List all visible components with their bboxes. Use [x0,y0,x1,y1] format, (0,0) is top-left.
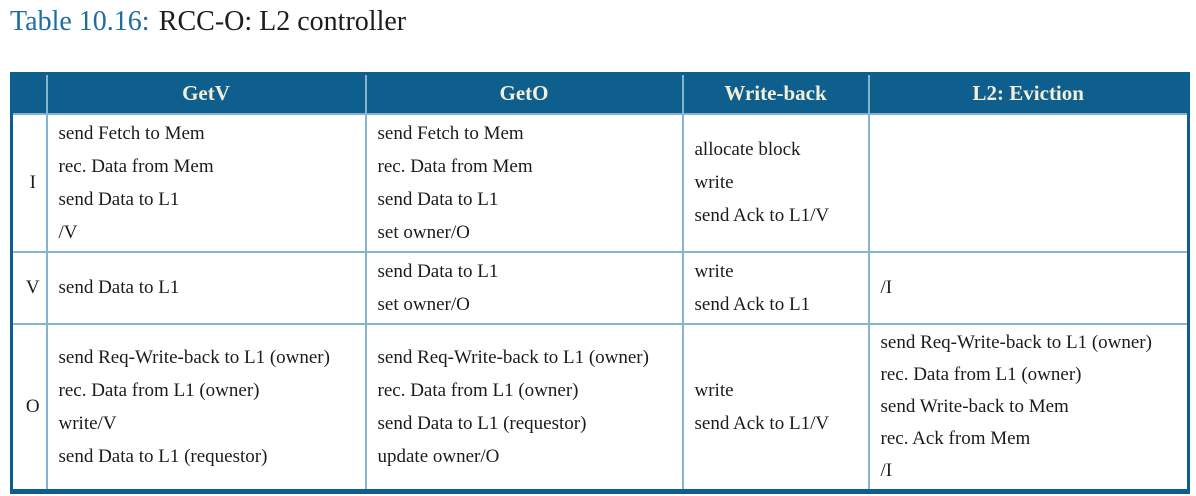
action-line: rec. Data from Mem [58,155,214,177]
cell-i-geto: send Fetch to Mem rec. Data from Mem sen… [364,112,684,253]
action-line: write [694,260,734,282]
cell-v-getv: send Data to L1 [45,250,367,325]
cell-i-eviction-empty [867,112,1190,253]
cell-o-write-back: write send Ack to L1/V [681,322,870,493]
header-l2-eviction: L2: Eviction [867,72,1190,115]
action-line: send Write-back to Mem [880,395,1069,417]
action-line: send Ack to L1 [694,293,811,315]
action-line: allocate block [694,139,801,160]
action-line: send Req-Write-back to L1 (owner) [880,331,1152,353]
l2-controller-table: GetV GetO Write-back L2: Eviction I send… [10,72,1190,494]
header-geto: GetO [364,72,684,115]
cell-o-eviction: send Req-Write-back to L1 (owner) rec. D… [867,322,1190,493]
header-getv: GetV [45,72,367,115]
table-caption-title: RCC-O: L2 controller [158,6,407,37]
table-caption: Table 10.16: RCC-O: L2 controller [10,4,406,40]
action-line: /I [880,459,893,481]
action-line: send Req-Write-back to L1 (owner) [377,346,649,368]
action-line: rec. Data from Mem [377,155,533,177]
action-line: set owner/O [377,293,470,315]
action-line: send Ack to L1/V [694,205,830,226]
table-row-state-v: V send Data to L1 send Data to L1 set ow… [10,250,1190,325]
action-line: write [694,172,734,193]
action-line: rec. Data from L1 (owner) [377,379,579,401]
cell-i-getv: send Fetch to Mem rec. Data from Mem sen… [45,112,367,253]
action-line: send Data to L1 (requestor) [377,412,587,434]
action-line: send Req-Write-back to L1 (owner) [58,346,330,368]
cell-v-eviction: /I [867,250,1190,325]
action-line: send Data to L1 (requestor) [58,445,268,467]
action-line: /V [58,221,78,243]
action-line: send Ack to L1/V [694,412,830,434]
header-row: GetV GetO Write-back L2: Eviction [10,72,1190,115]
cell-i-write-back: allocate block write send Ack to L1/V [681,112,870,253]
cell-o-getv: send Req-Write-back to L1 (owner) rec. D… [45,322,367,493]
state-label-v: V [10,250,48,325]
action-line: send Fetch to Mem [58,122,205,144]
action-line: rec. Data from L1 (owner) [880,363,1082,385]
cell-o-geto: send Req-Write-back to L1 (owner) rec. D… [364,322,684,493]
action-line: send Data to L1 [377,260,499,282]
cell-v-write-back: write send Ack to L1 [681,250,870,325]
table-row-state-o: O send Req-Write-back to L1 (owner) rec.… [10,322,1190,493]
action-line: send Data to L1 [58,277,180,298]
header-corner [10,72,48,115]
action-line: write/V [58,412,117,434]
action-line: rec. Ack from Mem [880,427,1031,449]
action-line: send Data to L1 [377,188,499,210]
table-caption-number: Table 10.16: [10,6,150,37]
action-line: update owner/O [377,445,500,467]
state-label-o: O [10,322,48,493]
action-line: set owner/O [377,221,470,243]
action-line: send Fetch to Mem [377,122,524,144]
table-row-state-i: I send Fetch to Mem rec. Data from Mem s… [10,112,1190,253]
state-label-i: I [10,112,48,253]
action-line: rec. Data from L1 (owner) [58,379,260,401]
action-line: write [694,379,734,401]
header-write-back: Write-back [681,72,870,115]
action-line: /I [880,277,893,298]
cell-v-geto: send Data to L1 set owner/O [364,250,684,325]
action-line: send Data to L1 [58,188,180,210]
